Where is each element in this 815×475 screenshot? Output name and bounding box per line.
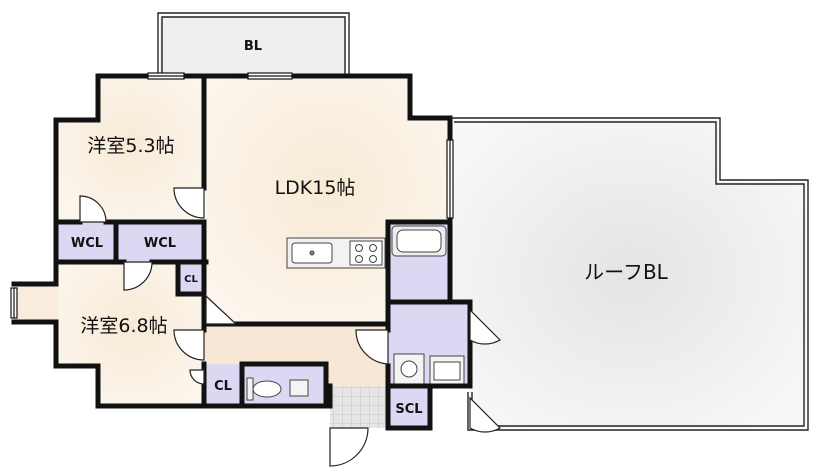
cl-2-floor bbox=[204, 364, 242, 404]
door-wcl2 bbox=[123, 261, 153, 291]
cl-small-label: CL bbox=[184, 274, 198, 285]
roof-balcony-floor bbox=[452, 120, 806, 428]
toilet-bowl bbox=[252, 380, 282, 398]
floor-fills bbox=[14, 16, 806, 428]
western-room-1-label: 洋室5.3帖 bbox=[87, 135, 174, 157]
door-wcl1 bbox=[79, 195, 107, 223]
toilet-tank bbox=[246, 377, 254, 401]
cl-2-label: CL bbox=[214, 379, 232, 394]
wcl-2-floor bbox=[118, 222, 204, 262]
cooktop bbox=[349, 240, 383, 266]
roof-balcony-label: ルーフBL bbox=[584, 260, 669, 284]
windows bbox=[10, 72, 454, 319]
toilet-floor bbox=[242, 364, 324, 404]
ldk-floor bbox=[204, 78, 450, 324]
toilet-sink bbox=[289, 379, 309, 397]
walls bbox=[11, 73, 473, 431]
wcl-1-floor bbox=[58, 222, 116, 262]
balcony-floor bbox=[160, 16, 346, 74]
door-roof bbox=[469, 308, 501, 345]
balcony-label: BL bbox=[244, 39, 262, 54]
ldk-label: LDK15帖 bbox=[275, 177, 356, 199]
western-room-2-label: 洋室6.8帖 bbox=[80, 315, 167, 337]
door-bedroom2 bbox=[173, 329, 205, 361]
fixtures bbox=[246, 225, 465, 401]
wcl-1-label: WCL bbox=[71, 236, 103, 251]
door-wash bbox=[355, 329, 389, 365]
door-cl2 bbox=[189, 369, 205, 385]
scl-floor bbox=[388, 386, 430, 428]
scl-label: SCL bbox=[395, 402, 422, 417]
hallway-floor bbox=[204, 324, 388, 386]
door-roof-lower bbox=[469, 396, 501, 433]
entrance-tile bbox=[330, 386, 388, 428]
door-hall bbox=[205, 294, 238, 325]
wcl-2-label: WCL bbox=[144, 236, 176, 251]
door-bedroom1 bbox=[173, 187, 205, 219]
window-alcove-floor bbox=[14, 284, 58, 322]
room-labels: BL 洋室5.3帖 LDK15帖 WCL WCL CL 洋室6.8帖 CL SC… bbox=[71, 39, 669, 417]
cl-small-floor bbox=[180, 264, 204, 292]
balcony-outline bbox=[157, 12, 350, 74]
doors bbox=[79, 187, 501, 467]
door-entrance bbox=[329, 427, 369, 467]
western-room-2-floor bbox=[58, 262, 204, 404]
western-room-1-floor bbox=[58, 78, 204, 222]
